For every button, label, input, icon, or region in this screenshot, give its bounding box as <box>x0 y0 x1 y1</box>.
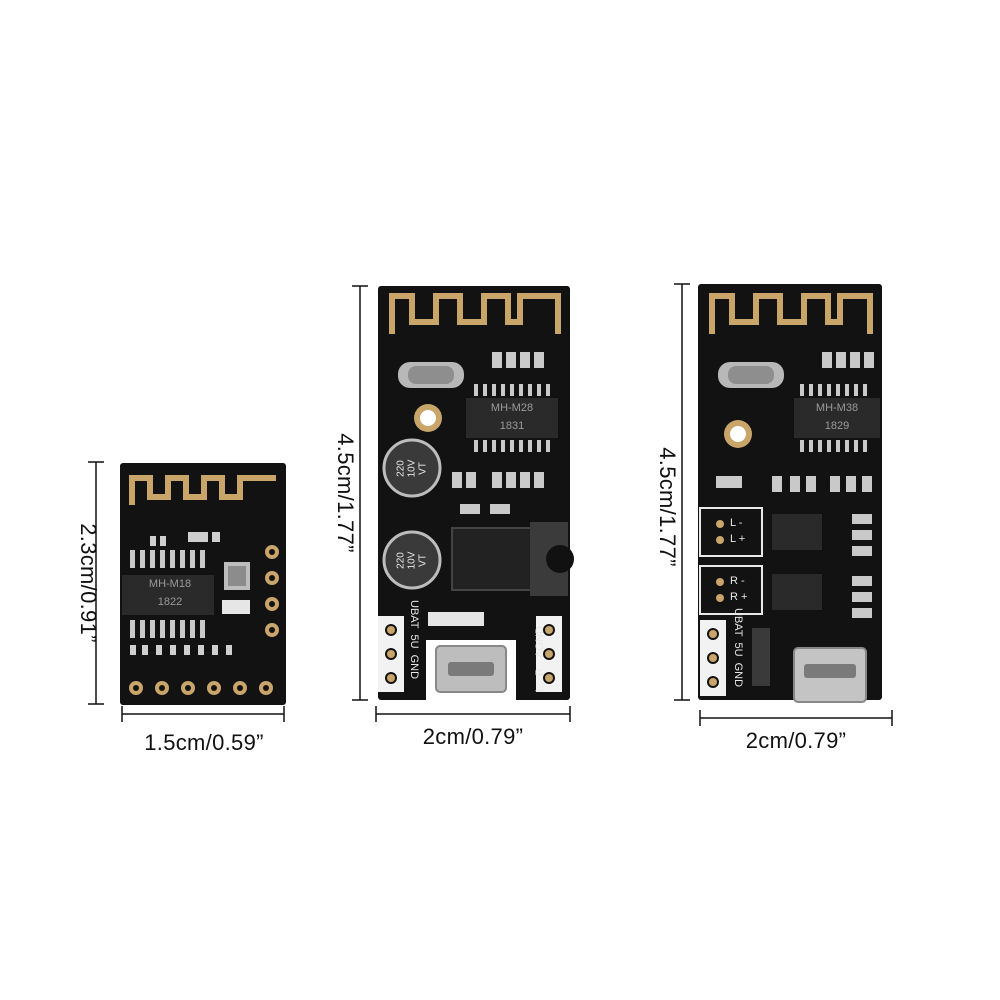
module-mh-m18-board <box>120 463 286 705</box>
module-3-width-label: 2cm/0.79” <box>745 728 847 753</box>
mh-m38-chip-marking: MH-M38 <box>815 402 859 414</box>
module-mh-m38-board <box>698 284 882 703</box>
capacitor-1-brand: VT <box>417 462 429 475</box>
pin-label-r: R <box>534 667 546 676</box>
module-2-width-label: 2cm/0.79” <box>422 724 524 749</box>
mh-m28-power-pin-labels: UBAT 5U GND <box>406 600 420 680</box>
pin-label-5u: 5U <box>732 642 744 657</box>
pin-label-gnd: GND <box>408 654 420 680</box>
mh-m38-chip-date: 1829 <box>824 420 850 432</box>
speaker-r-minus: R - <box>730 575 745 587</box>
module-1-width-label: 1.5cm/0.59” <box>144 730 264 755</box>
mh-m38-power-pin-labels: UBAT 5U GND <box>730 608 744 698</box>
speaker-l-plus: L + <box>730 533 746 545</box>
pin-label-gnd: GND <box>732 662 744 688</box>
module-3-dimension-lines <box>674 283 893 726</box>
mh-m28-chip-date: 1831 <box>499 420 525 432</box>
pin-label-ubat: UBAT <box>408 600 420 629</box>
capacitor-2-label: 220 10V VT <box>396 545 429 577</box>
mh-m28-chip <box>466 398 558 438</box>
capacitor-1-value: 220 <box>395 460 407 477</box>
module-3-height-label: 4.5cm/1.77” <box>655 447 680 567</box>
module-2-dimension-lines <box>352 285 571 722</box>
speaker-left-labels: L - L + <box>730 515 745 547</box>
module-1-height-label: 2.3cm/0.91” <box>76 523 101 643</box>
capacitor-2-brand: VT <box>417 554 429 567</box>
capacitor-2-value: 220 <box>395 552 407 569</box>
mh-m18-chip <box>122 575 214 615</box>
mh-m38-chip <box>794 398 880 438</box>
speaker-l-minus: L - <box>730 517 743 529</box>
mh-m18-chip-marking: MH-M18 <box>148 578 192 590</box>
pin-label-l: L <box>534 685 546 692</box>
pin-label-agnd: AGND <box>534 626 546 658</box>
pin-label-ubat: UBAT <box>732 608 744 637</box>
capacitor-1-voltage: 10V <box>406 459 418 478</box>
capacitor-1-label: 220 10V VT <box>396 453 429 485</box>
mh-m28-chip-marking: MH-M28 <box>490 402 534 414</box>
module-1-dimension-lines <box>88 461 285 722</box>
module-mh-m28-board <box>378 286 574 700</box>
mh-m18-chip-date: 1822 <box>157 596 183 608</box>
module-2-height-label: 4.5cm/1.77” <box>333 433 358 553</box>
pin-label-5u: 5U <box>408 634 420 649</box>
speaker-r-plus: R + <box>730 591 748 603</box>
mh-m28-audio-pin-labels: L R AGND <box>534 602 548 692</box>
capacitor-2-voltage: 10V <box>406 551 418 570</box>
speaker-right-labels: R - R + <box>730 573 747 605</box>
